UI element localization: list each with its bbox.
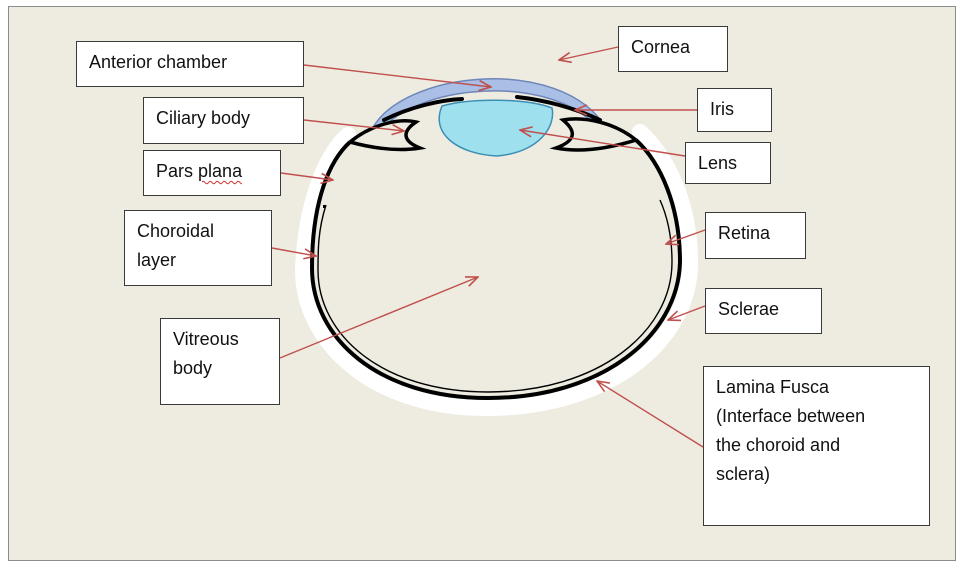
arrow-anterior-chamber [304, 65, 491, 87]
label-pars-plana: Pars plana [143, 150, 281, 196]
choroid-shape [312, 140, 680, 398]
arrow-cornea [559, 47, 618, 60]
label-anterior-chamber: Anterior chamber [76, 41, 304, 87]
label-ciliary-body: Ciliary body [143, 97, 304, 144]
label-cornea: Cornea [618, 26, 728, 72]
label-lens: Lens [685, 142, 771, 184]
lens-shape [439, 100, 552, 156]
sclera-shape [303, 132, 690, 408]
arrow-lamina-fusca [597, 381, 703, 447]
label-vitreous-body: Vitreous body [160, 318, 280, 405]
label-iris: Iris [697, 88, 772, 132]
label-lamina-fusca: Lamina Fusca (Interface between the chor… [703, 366, 930, 526]
label-sclerae: Sclerae [705, 288, 822, 334]
pars-plana-word2: plana [198, 161, 242, 181]
label-retina: Retina [705, 212, 806, 259]
label-choroidal-layer: Choroidal layer [124, 210, 272, 286]
pars-plana-word1: Pars [156, 161, 193, 181]
ciliary-body-right [556, 119, 636, 150]
ciliary-body-left [350, 121, 420, 150]
